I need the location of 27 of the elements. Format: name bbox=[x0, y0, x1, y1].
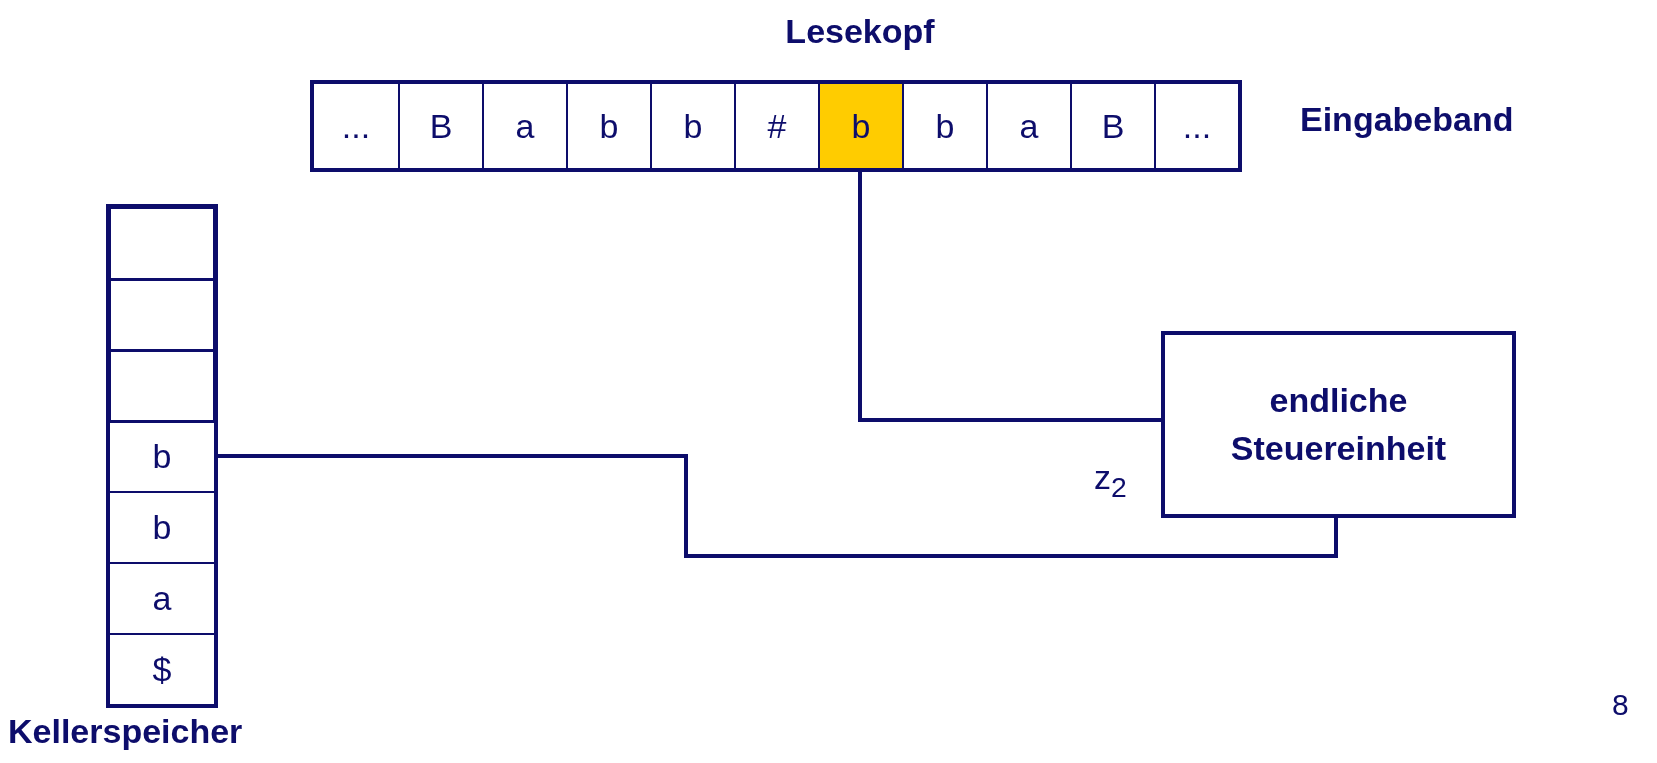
stack-cell bbox=[110, 349, 214, 421]
tape-cell: ... bbox=[1154, 84, 1238, 168]
tape-cell: B bbox=[398, 84, 482, 168]
tape-cell: b bbox=[818, 84, 902, 168]
tape-cell: b bbox=[902, 84, 986, 168]
read-head-label: Lesekopf bbox=[785, 12, 935, 51]
stack-label: Kellerspeicher bbox=[8, 712, 243, 751]
tape-cell: ... bbox=[314, 84, 398, 168]
tape-label: Eingabeband bbox=[1300, 100, 1514, 139]
input-tape bbox=[310, 80, 1242, 172]
stack-cell: b bbox=[110, 491, 214, 563]
tape-cell: a bbox=[482, 84, 566, 168]
stack-cell bbox=[110, 208, 214, 279]
page-number: 8 bbox=[1612, 688, 1629, 722]
stack-cell bbox=[110, 278, 214, 350]
tape-cell: b bbox=[566, 84, 650, 168]
connector-line bbox=[218, 454, 1338, 558]
state-label: z$_{2}$ bbox=[1094, 458, 1127, 504]
stack-cell: a bbox=[110, 562, 214, 634]
connector-line bbox=[858, 172, 1161, 422]
tape-cell: a bbox=[986, 84, 1070, 168]
stack bbox=[106, 204, 218, 708]
tape-cell: B bbox=[1070, 84, 1154, 168]
stack-cell: $ bbox=[110, 633, 214, 704]
tape-cell: b bbox=[650, 84, 734, 168]
stack-cell: b bbox=[110, 420, 214, 492]
control-unit-box: endliche Steuereinheit bbox=[1161, 331, 1516, 518]
